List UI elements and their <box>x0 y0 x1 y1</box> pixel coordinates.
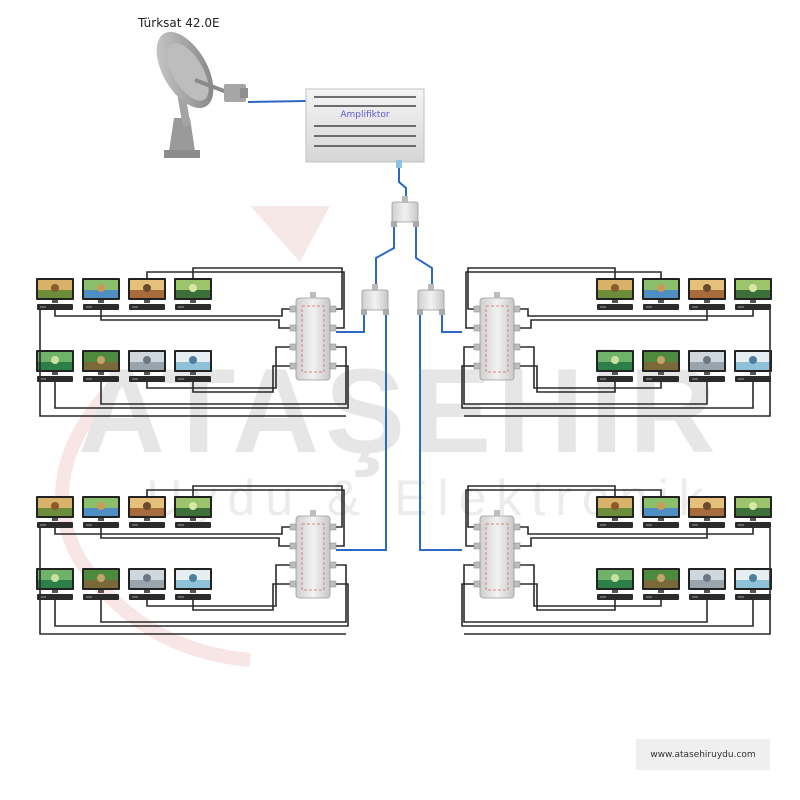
splitter-left-icon <box>361 284 389 315</box>
tv-icon <box>688 568 726 593</box>
satellite-label: Türksat 42.0E <box>138 16 220 30</box>
tv-icon <box>128 568 166 593</box>
receiver-icon <box>597 522 633 528</box>
receiver-icon <box>129 522 165 528</box>
receiver-icon <box>643 522 679 528</box>
tv-icon <box>36 568 74 593</box>
receiver-icon <box>83 594 119 600</box>
multiswitch-icon <box>289 292 337 381</box>
multiswitch-icon <box>473 292 521 381</box>
tv-icon <box>174 496 212 521</box>
tv-icon <box>174 278 212 303</box>
amplifier-icon <box>305 88 425 168</box>
receiver-icon <box>597 304 633 310</box>
tv-icon <box>642 568 680 593</box>
branch-cable-right <box>415 227 433 285</box>
tv-icon <box>36 278 74 303</box>
receiver-icon <box>597 376 633 382</box>
dish-cable <box>247 100 307 103</box>
receiver-icon <box>597 594 633 600</box>
tv-icon <box>36 496 74 521</box>
receiver-icon <box>175 376 211 382</box>
receiver-icon <box>735 304 771 310</box>
tv-cable-bundle <box>39 267 349 417</box>
tv-icon <box>596 350 634 375</box>
tv-icon <box>82 350 120 375</box>
tv-icon <box>82 568 120 593</box>
tv-icon <box>734 496 772 521</box>
tv-icon <box>82 278 120 303</box>
satellite-dish-icon <box>156 32 248 158</box>
tv-icon <box>642 278 680 303</box>
receiver-icon <box>643 376 679 382</box>
group-bottom-left <box>36 485 349 635</box>
receiver-icon <box>83 304 119 310</box>
tv-icon <box>174 350 212 375</box>
watermark: ATAŞEHİR Uydu & Elektronik <box>55 206 716 667</box>
tv-icon <box>688 496 726 521</box>
multiswitch-icon <box>289 510 337 599</box>
tv-icon <box>36 350 74 375</box>
group-top-right <box>461 267 772 417</box>
receiver-icon <box>129 594 165 600</box>
tv-icon <box>596 568 634 593</box>
receiver-icon <box>689 594 725 600</box>
receiver-icon <box>175 304 211 310</box>
receiver-icon <box>37 376 73 382</box>
receiver-icon <box>175 522 211 528</box>
amplifier-label: Amplifiktor <box>340 110 390 120</box>
cable-to-top-right <box>441 315 462 333</box>
receiver-icon <box>643 594 679 600</box>
tv-icon <box>688 278 726 303</box>
tv-cable-bundle <box>39 485 349 635</box>
receiver-icon <box>175 594 211 600</box>
tv-icon <box>596 278 634 303</box>
group-top-left <box>36 267 349 417</box>
group-bottom-right <box>461 485 772 635</box>
receiver-icon <box>735 376 771 382</box>
receiver-icon <box>689 304 725 310</box>
tv-icon <box>642 350 680 375</box>
distribution-groups <box>36 267 772 635</box>
tv-icon <box>128 278 166 303</box>
tv-icon <box>734 278 772 303</box>
tv-icon <box>82 496 120 521</box>
receiver-icon <box>643 304 679 310</box>
tv-icon <box>688 350 726 375</box>
cable-to-bottom-left <box>336 315 387 551</box>
receiver-icon <box>83 376 119 382</box>
splitter-right-icon <box>417 284 445 315</box>
tv-icon <box>128 496 166 521</box>
tv-icon <box>596 496 634 521</box>
tv-icon <box>734 568 772 593</box>
cable-to-bottom-right <box>419 315 462 551</box>
receiver-icon <box>689 522 725 528</box>
tv-icon <box>734 350 772 375</box>
multiswitch-icon <box>473 510 521 599</box>
tv-icon <box>642 496 680 521</box>
website-url: www.atasehiruydu.com <box>650 749 756 760</box>
receiver-icon <box>735 594 771 600</box>
receiver-icon <box>37 522 73 528</box>
tv-cable-bundle <box>461 485 771 635</box>
cable-to-top-left <box>336 315 365 333</box>
receiver-icon <box>37 594 73 600</box>
receiver-icon <box>83 522 119 528</box>
website-box: www.atasehiruydu.com <box>636 739 770 770</box>
receiver-icon <box>735 522 771 528</box>
branch-cable-left <box>375 227 395 285</box>
tv-icon <box>174 568 212 593</box>
receiver-icon <box>129 304 165 310</box>
receiver-icon <box>37 304 73 310</box>
tv-cable-bundle <box>461 267 771 417</box>
receiver-icon <box>129 376 165 382</box>
tv-icon <box>128 350 166 375</box>
main-splitter-icon <box>391 196 419 227</box>
receiver-icon <box>689 376 725 382</box>
